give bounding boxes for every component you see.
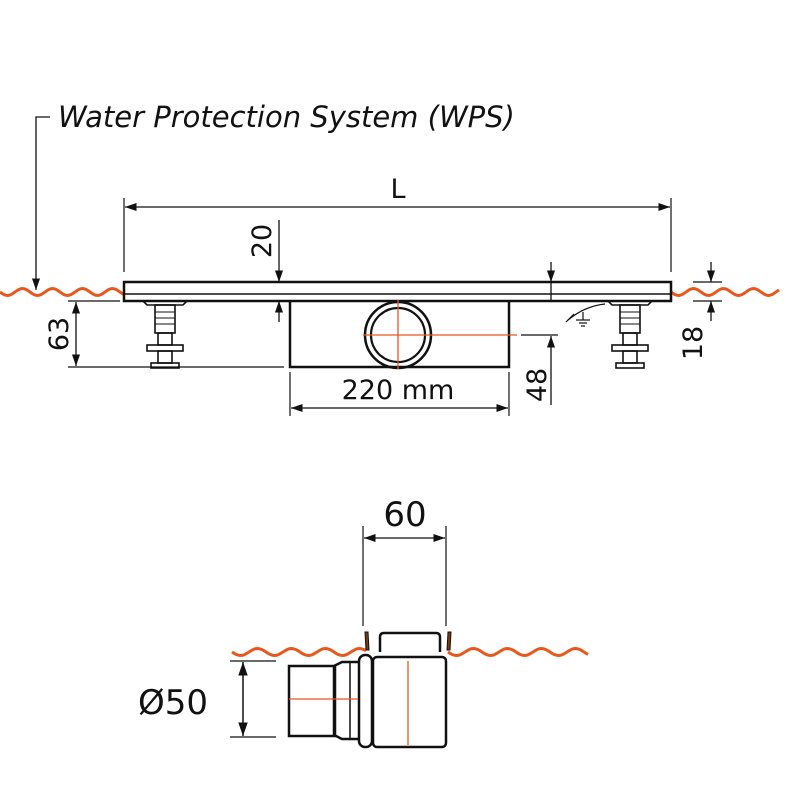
adjustable-foot-left (142, 300, 188, 369)
pipe-collar (357, 653, 374, 749)
diameter-label: Ø50 (138, 683, 208, 723)
foot-part (619, 304, 641, 334)
drain-body (371, 655, 448, 749)
membrane-right (670, 286, 780, 298)
foot-part (146, 344, 184, 352)
ground-icon (565, 303, 606, 327)
wps-leader-line (31, 116, 50, 290)
width-60-label: 60 (383, 495, 426, 535)
foot-part (611, 344, 649, 352)
foot-part (154, 304, 176, 334)
height-20-label: 20 (247, 224, 278, 258)
width-220-label: 220 mm (342, 375, 455, 406)
foot-part (622, 332, 638, 346)
foot-part (615, 362, 645, 369)
membrane-left (0, 286, 125, 298)
membrane-clamp (364, 631, 452, 651)
membrane-side-right (447, 646, 589, 658)
membrane-side-left (231, 646, 367, 658)
drain-channel (288, 301, 511, 369)
height-48-label: 48 (522, 368, 553, 402)
height-18-label: 18 (678, 326, 709, 360)
foot-part (622, 350, 638, 364)
grate-lid (378, 631, 442, 652)
wps-label: Water Protection System (WPS) (58, 100, 515, 134)
pipe-reducer (332, 660, 359, 741)
grate-frame (122, 280, 673, 303)
adjustable-foot-right (607, 300, 653, 369)
foot-part (157, 332, 173, 346)
height-63-label: 63 (44, 317, 75, 351)
foot-part (157, 350, 173, 364)
outlet-pipe-side (287, 664, 337, 738)
foot-part (150, 362, 180, 369)
length-label: L (390, 174, 405, 205)
